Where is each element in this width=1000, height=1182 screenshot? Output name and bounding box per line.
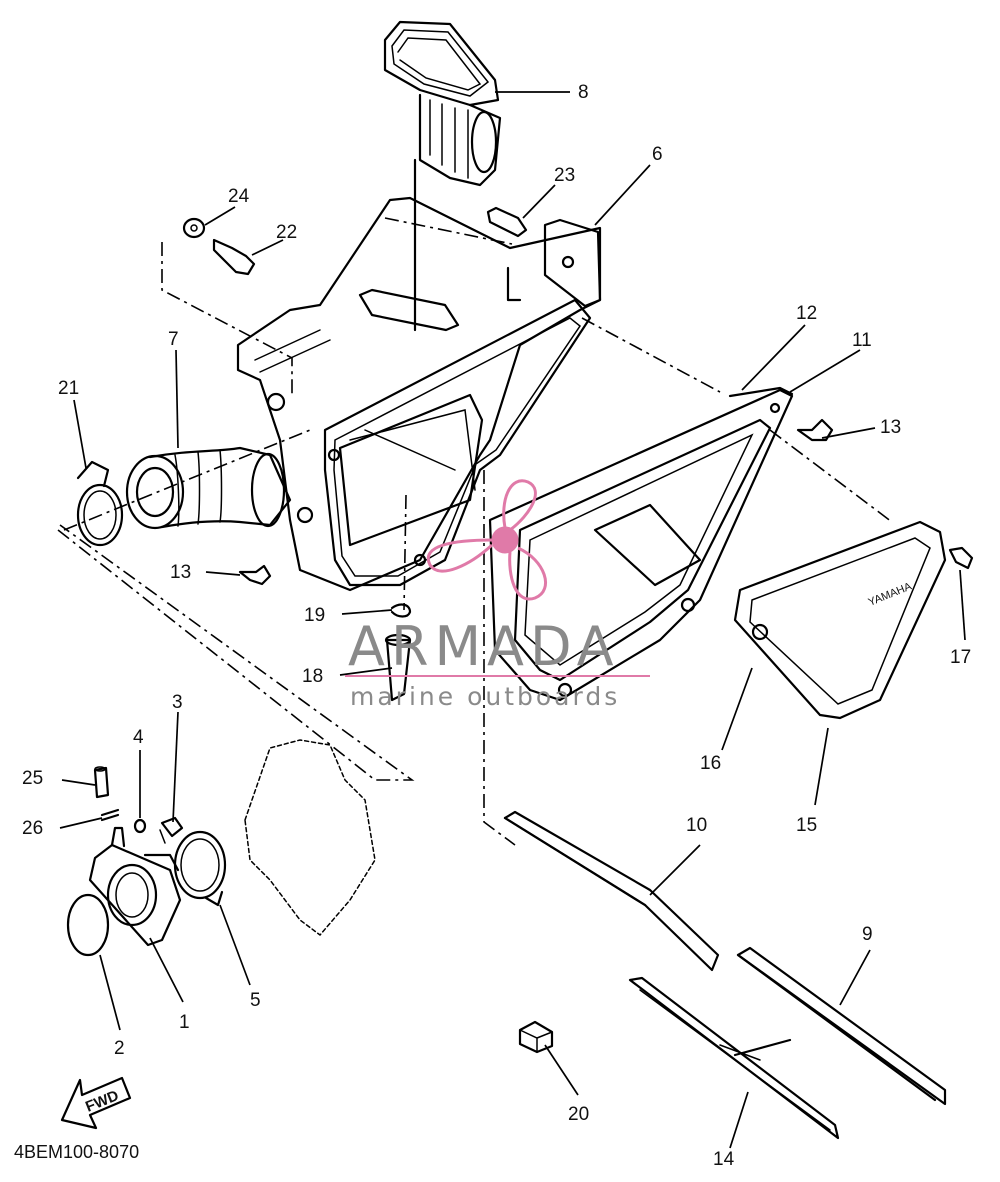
bolt-part-22 <box>212 238 256 276</box>
filter-element-10 <box>503 810 720 972</box>
small-block-part <box>518 1020 554 1054</box>
screw-part-13-right <box>796 418 834 442</box>
callout-20: 20 <box>568 1104 589 1125</box>
callout-1: 1 <box>179 1012 190 1033</box>
callout-12: 12 <box>796 303 817 324</box>
watermark-tagline: marine outboards <box>350 682 620 711</box>
callout-9: 9 <box>862 924 873 945</box>
callout-13-right: 13 <box>880 417 901 438</box>
bolt-part-23 <box>486 206 528 238</box>
leader-lines <box>59 91 966 1149</box>
clip-part-26 <box>100 808 120 822</box>
hose-clamp-part <box>76 460 124 547</box>
washer-part-4 <box>133 818 147 834</box>
callout-11: 11 <box>852 330 872 351</box>
callout-7: 7 <box>168 329 179 350</box>
callout-labels: 8 6 23 24 22 7 21 12 11 13 13 19 18 17 1… <box>22 82 971 1170</box>
pipe-part-25 <box>93 766 110 799</box>
callout-23: 23 <box>554 165 575 186</box>
filter-cover-part: YAMAHA <box>733 520 947 720</box>
callout-17: 17 <box>950 647 971 668</box>
callout-4: 4 <box>133 727 144 748</box>
callout-8: 8 <box>578 82 589 103</box>
callout-19: 19 <box>304 605 325 626</box>
screw-part-17 <box>948 546 974 570</box>
callout-26: 26 <box>22 818 43 839</box>
fwd-arrow-icon: FWD <box>60 1076 132 1130</box>
callout-6: 6 <box>652 144 663 165</box>
callout-3: 3 <box>172 692 183 713</box>
o-ring-part <box>66 893 110 957</box>
callout-14: 14 <box>713 1149 735 1170</box>
callout-16: 16 <box>700 753 721 774</box>
callout-24: 24 <box>228 186 250 207</box>
washer-part-24 <box>182 217 206 239</box>
intake-manifold-part <box>88 826 182 947</box>
callout-15: 15 <box>796 815 817 836</box>
filter-element-14 <box>628 976 840 1140</box>
screw-part-13-left <box>238 564 272 586</box>
callout-13-left: 13 <box>170 562 191 583</box>
part-code-label: 4BEM100-8070 <box>14 1142 139 1162</box>
callout-25: 25 <box>22 768 43 789</box>
assembly-guide-lines <box>57 217 893 846</box>
side-cover-panel <box>488 386 794 702</box>
air-box-case <box>236 196 602 592</box>
propeller-logo-icon <box>426 479 547 601</box>
air-duct-part <box>383 20 502 332</box>
armada-watermark: ARMADA marine outboards <box>345 479 650 711</box>
filter-element-9 <box>736 946 947 1106</box>
carburetor-outline <box>244 739 376 937</box>
callout-18: 18 <box>302 666 323 687</box>
callout-5: 5 <box>250 990 261 1011</box>
joint-hose-part <box>125 446 292 530</box>
callout-2: 2 <box>114 1038 125 1059</box>
pipe-part-18 <box>384 633 412 702</box>
callout-21: 21 <box>58 378 79 399</box>
callout-22: 22 <box>276 222 297 243</box>
watermark-brand: ARMADA <box>348 615 620 678</box>
clamp-band-part <box>173 830 227 907</box>
callout-10: 10 <box>686 815 707 836</box>
clip-part-19 <box>390 603 412 618</box>
screw-part-3 <box>159 816 184 844</box>
